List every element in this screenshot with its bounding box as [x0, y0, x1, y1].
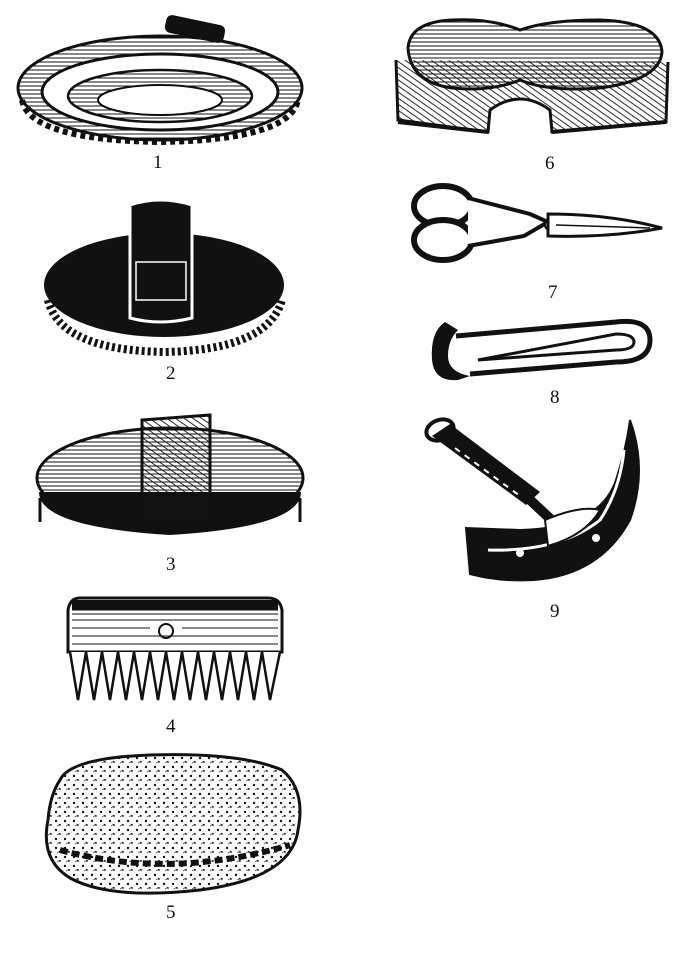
- item-label-8: 8: [550, 387, 560, 408]
- item-label-4: 4: [166, 716, 176, 737]
- mane-comb-icon: [66, 596, 284, 701]
- item-label-6: 6: [545, 153, 555, 174]
- item-label-3: 3: [166, 554, 176, 575]
- item-label-5: 5: [166, 902, 176, 923]
- item-label-7: 7: [548, 282, 558, 303]
- hoof-pick-icon: [431, 318, 653, 381]
- sweat-scraper-icon: [424, 417, 640, 582]
- item-label-2: 2: [166, 363, 176, 384]
- dandy-brush-icon: [394, 18, 670, 134]
- scissors-icon: [411, 183, 663, 263]
- rubber-curry-comb-icon: [44, 198, 286, 357]
- sponge-icon: [44, 753, 302, 895]
- curry-comb-metal-icon: [16, 15, 304, 146]
- body-brush-icon: [35, 413, 305, 536]
- item-label-1: 1: [153, 152, 163, 173]
- item-label-9: 9: [550, 601, 560, 622]
